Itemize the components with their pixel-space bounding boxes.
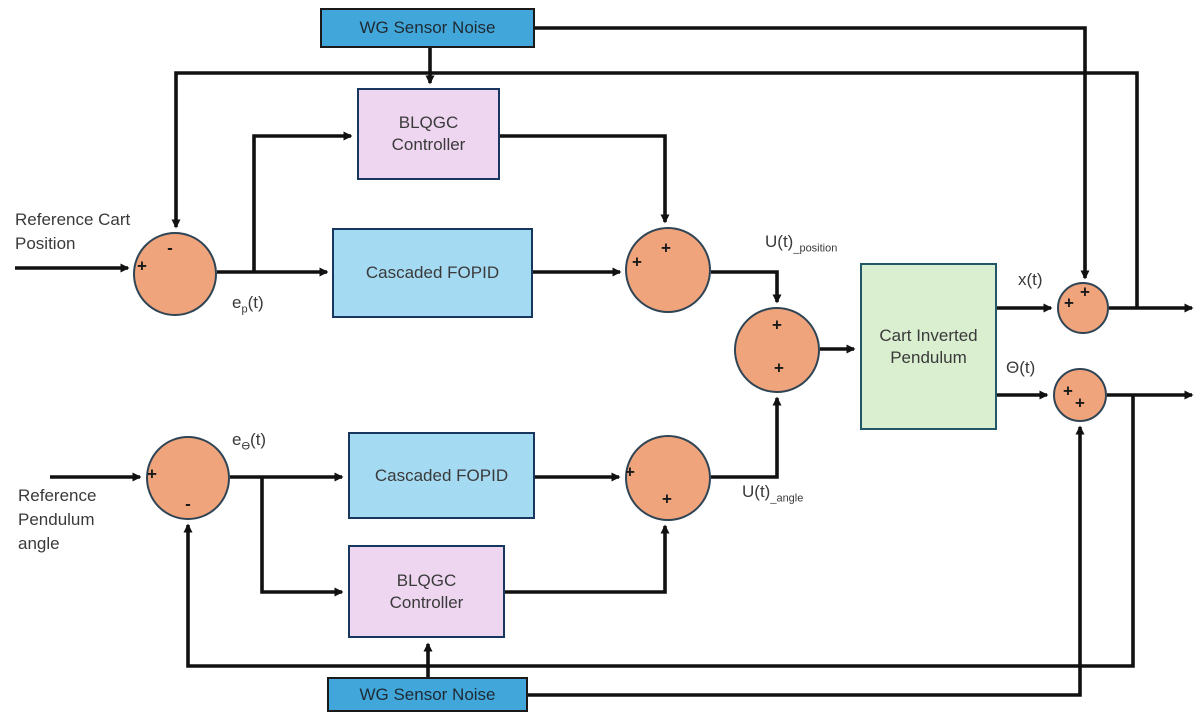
error-angle-base: e xyxy=(232,430,242,449)
error-angle-rest: (t) xyxy=(250,430,267,449)
u-position-sub: _position xyxy=(793,242,838,255)
sum4-plus-bottom-sign: + xyxy=(662,489,672,509)
sum-junction-noise-theta xyxy=(1053,368,1107,422)
line-feedback-x-to-sum1 xyxy=(171,71,1139,308)
sum3-plus-top-sign: + xyxy=(772,315,782,335)
sum4-plus-left-sign: + xyxy=(625,462,635,482)
cascaded-fopid-top-block: Cascaded FOPID xyxy=(332,228,533,318)
wg-sensor-noise-bottom-block: WG Sensor Noise xyxy=(327,677,528,712)
u-position-label: U(t)_position xyxy=(765,230,837,260)
sum1-minus-sign: - xyxy=(167,238,173,258)
line-blqgc-bottom-to-sum4 xyxy=(505,524,670,594)
error-angle-sub: ϴ xyxy=(241,440,251,453)
error-position-base: e xyxy=(232,293,242,312)
u-angle-sub: _angle xyxy=(770,492,804,505)
line-sum4-to-sum3 xyxy=(711,396,782,479)
sum-junction-pendulum-error xyxy=(146,436,230,520)
wg-sensor-noise-top-label: WG Sensor Noise xyxy=(359,18,496,37)
theta-output-label: Θ(t) xyxy=(1006,358,1036,377)
reference-pendulum-line1: Reference xyxy=(18,486,97,505)
reference-pendulum-line3: angle xyxy=(18,534,60,553)
error-position-sub: p xyxy=(241,303,248,316)
cascaded-fopid-top-label: Cascaded FOPID xyxy=(365,263,500,282)
reference-cart-position-line1: Reference Cart xyxy=(15,210,131,229)
u-angle-label: U(t)_angle xyxy=(742,480,803,510)
sum-junction-cart-error xyxy=(133,232,217,316)
blqgc-top-label-line1: BLQGC xyxy=(398,113,459,132)
line-feedback-theta-to-sum7 xyxy=(183,395,1135,668)
sum5-plus-left-sign: + xyxy=(1064,293,1074,313)
blqgc-controller-bottom-block: BLQGC Controller xyxy=(348,545,505,638)
sum-junction-combined-control xyxy=(734,307,820,393)
line-wg-top-to-output-sum-x xyxy=(535,26,1090,280)
line-ep-branch-to-blqgc-top xyxy=(252,131,353,272)
cart-inverted-pendulum-block: Cart Inverted Pendulum xyxy=(860,263,997,430)
sum1-plus-sign: + xyxy=(137,256,147,276)
blqgc-bottom-label-line2: Controller xyxy=(389,592,464,612)
cascaded-fopid-bottom-label: Cascaded FOPID xyxy=(374,465,509,485)
blqgc-top-label-line2: Controller xyxy=(391,135,466,154)
sum3-plus-bottom-sign: + xyxy=(774,358,784,378)
line-sum2-to-sum3 xyxy=(711,270,782,304)
x-output-label: x(t) xyxy=(1018,270,1043,289)
u-angle-base: U(t) xyxy=(742,482,771,501)
sum6-plus-bottom-sign: + xyxy=(1075,393,1085,413)
error-angle-label: eϴ(t) xyxy=(232,428,266,458)
cascaded-fopid-bottom-block: Cascaded FOPID xyxy=(348,432,535,519)
blqgc-bottom-label-line1: BLQGC xyxy=(396,570,457,590)
sum7-plus-sign: + xyxy=(147,464,157,484)
sum6-plus-left-sign: + xyxy=(1063,381,1073,401)
error-position-label: ep(t) xyxy=(232,291,264,321)
sum-junction-position-control xyxy=(625,227,711,313)
reference-pendulum-angle-label: Reference Pendulum angle xyxy=(18,484,96,556)
sum-junction-noise-x xyxy=(1057,282,1109,334)
u-position-base: U(t) xyxy=(765,232,794,251)
wg-sensor-noise-top-block: WG Sensor Noise xyxy=(320,8,535,48)
sum2-plus-top-sign: + xyxy=(661,238,671,258)
plant-label-line1: Cart Inverted xyxy=(879,325,978,345)
sum7-minus-sign: - xyxy=(185,494,191,514)
reference-cart-position-label: Reference Cart Position xyxy=(15,208,130,256)
reference-pendulum-line2: Pendulum xyxy=(18,510,95,529)
blqgc-controller-top-block: BLQGC Controller xyxy=(357,88,500,180)
reference-cart-position-line2: Position xyxy=(15,234,76,253)
error-position-rest: (t) xyxy=(247,293,264,312)
wg-sensor-noise-bottom-label: WG Sensor Noise xyxy=(359,684,496,704)
sum5-plus-top-sign: + xyxy=(1080,282,1090,302)
sum2-plus-left-sign: + xyxy=(632,252,642,272)
line-wg-bottom-to-output-sum-theta xyxy=(528,425,1085,697)
sum-junction-angle-control xyxy=(625,435,711,521)
line-etheta-branch-to-blqgc-bottom xyxy=(260,477,344,597)
line-blqgc-top-to-sum2 xyxy=(500,134,670,224)
plant-label-line2: Pendulum xyxy=(890,347,967,367)
